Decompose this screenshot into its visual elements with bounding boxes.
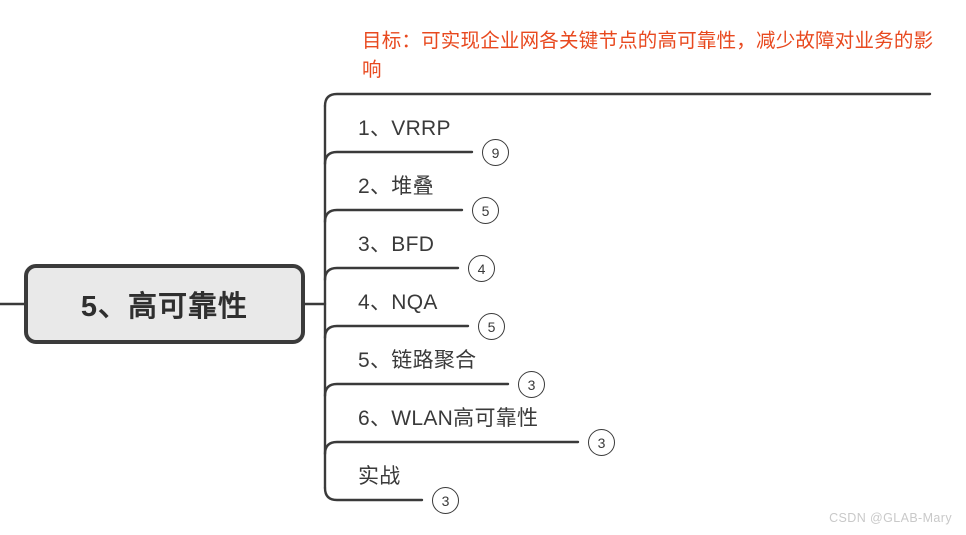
branch-label-6[interactable]: 6、WLAN高可靠性: [358, 407, 539, 430]
branch-badge-6[interactable]: 3: [588, 429, 615, 456]
branch-label-7[interactable]: 实战: [358, 465, 401, 488]
branch-badge-1[interactable]: 9: [482, 139, 509, 166]
branch-label-3[interactable]: 3、BFD: [358, 233, 435, 256]
watermark: CSDN @GLAB-Mary: [829, 511, 952, 525]
goal-statement: 目标：可实现企业网各关键节点的高可靠性，减少故障对业务的影响: [362, 30, 934, 81]
branch-badge-5[interactable]: 3: [518, 371, 545, 398]
branch-label-5[interactable]: 5、链路聚合: [358, 349, 477, 372]
branch-label-2[interactable]: 2、堆叠: [358, 175, 434, 198]
branch-label-4[interactable]: 4、NQA: [358, 291, 438, 314]
root-node-label: 5、高可靠性: [80, 291, 249, 323]
branch-label-1[interactable]: 1、VRRP: [358, 117, 451, 140]
branch-badge-4[interactable]: 5: [478, 313, 505, 340]
branch-badge-2[interactable]: 5: [472, 197, 499, 224]
branch-badge-3[interactable]: 4: [468, 255, 495, 282]
root-node[interactable]: 5、高可靠性: [24, 264, 305, 344]
branch-badge-7[interactable]: 3: [432, 487, 459, 514]
